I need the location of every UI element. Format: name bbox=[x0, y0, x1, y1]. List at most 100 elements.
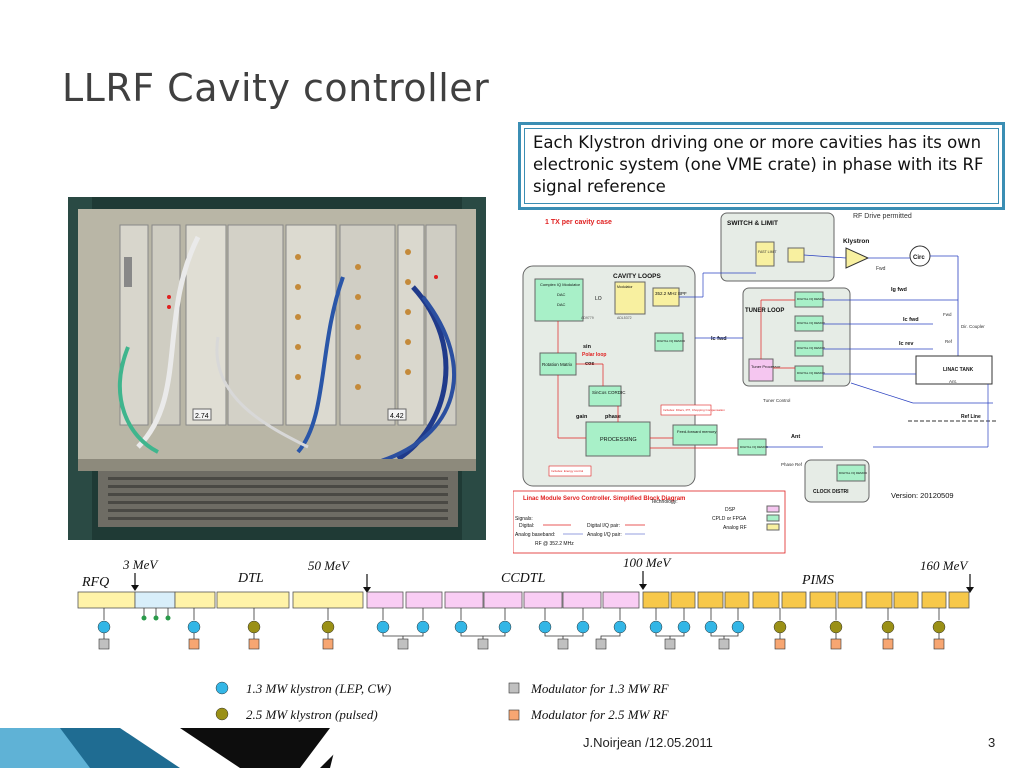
demod-label-cavity: DIGITAL I/Q DEMOD bbox=[657, 339, 686, 343]
klystron-1-3mw bbox=[576, 620, 590, 634]
fast-limit-label: FAST LIMIT bbox=[758, 250, 777, 254]
includes-note: Includes: Energy control bbox=[551, 469, 584, 473]
klystron-2-5mw bbox=[881, 620, 895, 634]
dsp-swatch bbox=[766, 505, 780, 513]
feed-forward-label: Feed-forward memory bbox=[677, 429, 716, 434]
linac-cavity bbox=[562, 591, 602, 609]
switch-limit-label: SWITCH & LIMIT bbox=[727, 220, 778, 227]
polar-loop-label: Polar loop bbox=[582, 352, 606, 358]
dac2-label: DAC bbox=[557, 302, 566, 307]
linac-cavity bbox=[483, 591, 523, 609]
page-number: 3 bbox=[988, 735, 996, 750]
tuner-processor-box bbox=[748, 358, 774, 382]
switch-limit-box bbox=[720, 212, 835, 282]
complex-iq-label: Complex IQ Modulator bbox=[540, 282, 581, 287]
ref2-label: Ref bbox=[945, 339, 953, 344]
klystron-1-3mw bbox=[498, 620, 512, 634]
complex-iq-box bbox=[534, 278, 584, 322]
ant-tank-label: Ant. bbox=[949, 379, 957, 384]
modulator-1-3mw bbox=[664, 638, 676, 650]
cpld-label: CPLD or FPGA bbox=[712, 516, 747, 522]
demod-label-2: DIGITAL I/Q DEMOD bbox=[797, 321, 826, 325]
linac-cavity bbox=[893, 591, 919, 609]
linac-cavity bbox=[642, 591, 670, 609]
bpf-label: 352.2 MHz BPF bbox=[655, 291, 687, 296]
klystron-1-3mw bbox=[613, 620, 627, 634]
fast-limit-box bbox=[755, 241, 775, 267]
energy-label-3: 3 MeV bbox=[122, 557, 159, 572]
signals-label: Signals: bbox=[515, 516, 533, 522]
linac-cavity bbox=[697, 591, 724, 609]
rfq-connector-dot bbox=[141, 615, 147, 621]
vme-crate-photo: 2.74 4.42 bbox=[68, 197, 486, 540]
cyan-circle-icon bbox=[215, 681, 229, 695]
modulator-1-3mw bbox=[595, 638, 607, 650]
klystron-1-3mw bbox=[454, 620, 468, 634]
linac-cavity bbox=[405, 591, 443, 609]
modulator-box bbox=[614, 281, 646, 315]
linac-cavity bbox=[444, 591, 484, 609]
footer-decoration bbox=[0, 728, 360, 768]
linac-cavity bbox=[134, 591, 176, 609]
linac-cavity bbox=[837, 591, 863, 609]
linac-cavity bbox=[670, 591, 696, 609]
footer-author: J.Noirjean /12.05.2011 bbox=[583, 735, 713, 750]
modulator-2-5mw bbox=[248, 638, 260, 650]
includes-note-box bbox=[548, 465, 592, 477]
linac-tank-label: LINAC TANK bbox=[943, 367, 974, 373]
sincos-box bbox=[588, 385, 622, 407]
demod-label-3: DIGITAL I/Q DEMOD bbox=[797, 346, 826, 350]
linac-cavity bbox=[366, 591, 404, 609]
loop-note-box bbox=[660, 404, 712, 416]
phase-label: phase bbox=[605, 414, 621, 420]
ic-fwd-left-label: Ic fwd bbox=[711, 336, 727, 342]
cpld-swatch bbox=[766, 514, 780, 522]
sincos-label: SinCos CORDIC bbox=[592, 390, 626, 395]
loop-note: Includes: Filters, PI?, Chopping Compens… bbox=[663, 408, 725, 412]
linac-cavity bbox=[292, 591, 364, 609]
klystron-1-3mw bbox=[187, 620, 201, 634]
section-label-dtl: DTL bbox=[237, 571, 264, 586]
legend-title: Linac Module Servo Controller. Simplifie… bbox=[523, 496, 685, 502]
section-label-pims: PIMS bbox=[801, 573, 834, 588]
case-label: 1 TX per cavity case bbox=[545, 219, 612, 226]
olive-circle-icon bbox=[215, 707, 229, 721]
linac-cavity bbox=[781, 591, 807, 609]
feed-forward-box bbox=[672, 424, 718, 446]
ic-fwd-label: Ic fwd bbox=[903, 317, 919, 323]
linac-cavity bbox=[77, 591, 136, 609]
legend-modulator-1-3: Modulator for 1.3 MW RF bbox=[530, 681, 670, 696]
linac-cavity bbox=[921, 591, 947, 609]
callout-text: Each Klystron driving one or more caviti… bbox=[524, 128, 999, 204]
module-label-1: 2.74 bbox=[195, 413, 209, 420]
module-label-2: 4.42 bbox=[390, 413, 404, 420]
cavity-loops-label: CAVITY LOOPS bbox=[613, 273, 661, 280]
klystron-2-5mw bbox=[932, 620, 946, 634]
clock-distri-label: CLOCK DISTRI bbox=[813, 489, 849, 495]
processing-label: PROCESSING bbox=[600, 437, 637, 443]
modulator-2-5mw bbox=[774, 638, 786, 650]
gain-label: gain bbox=[576, 414, 588, 420]
ad9779-label: AD9779 bbox=[581, 316, 594, 320]
klystron-1-3mw bbox=[97, 620, 111, 634]
klystron-1-3mw bbox=[649, 620, 663, 634]
rotation-matrix-label: Rotation Matrix bbox=[542, 362, 573, 367]
klystron-1-3mw bbox=[416, 620, 430, 634]
circ-label: Circ bbox=[913, 255, 925, 261]
linac-cavity bbox=[523, 591, 563, 609]
linac-cavity bbox=[809, 591, 837, 609]
section-label-ccdtl: CCDTL bbox=[501, 571, 546, 586]
demod-box-2 bbox=[794, 315, 824, 332]
demod-box-cavity bbox=[654, 332, 684, 352]
grey-square-icon bbox=[508, 682, 520, 694]
demod-label-4: DIGITAL I/Q DEMOD bbox=[797, 371, 826, 375]
modulator-2-5mw bbox=[322, 638, 334, 650]
ref-line-label: Ref Line bbox=[961, 414, 981, 420]
lo-label: LO bbox=[595, 296, 602, 302]
modulator-2-5mw bbox=[933, 638, 945, 650]
linac-cavity bbox=[865, 591, 893, 609]
klystron-amplifier bbox=[845, 247, 870, 269]
switch-box bbox=[787, 247, 805, 263]
analog-rf-swatch bbox=[766, 523, 780, 531]
linac-tank-box bbox=[915, 355, 993, 385]
